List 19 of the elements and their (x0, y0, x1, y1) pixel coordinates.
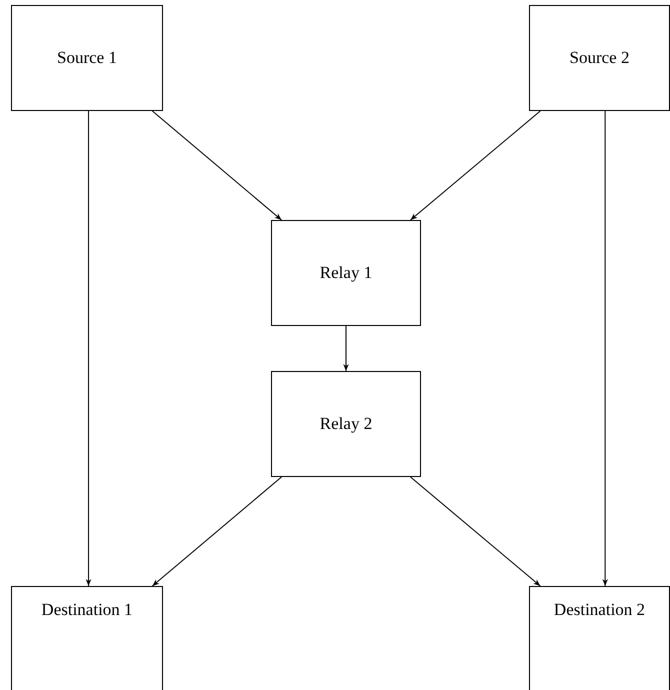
node-box (529, 5, 670, 111)
node-box (11, 586, 163, 690)
node-label: Destination 2 (554, 599, 646, 621)
node-label: Destination 1 (41, 599, 133, 621)
node-box (529, 586, 670, 690)
node-box (271, 371, 421, 477)
node-label: Source 1 (57, 47, 117, 69)
node-label: Relay 2 (320, 413, 372, 435)
arrow (410, 476, 541, 586)
arrow (152, 476, 282, 586)
node-label: Relay 1 (320, 262, 372, 284)
arrow (152, 110, 282, 220)
node-box (11, 5, 163, 111)
arrow (602, 110, 608, 586)
arrow (86, 110, 92, 586)
node-box (271, 220, 421, 326)
arrow (410, 110, 541, 220)
arrow (343, 326, 349, 372)
node-label: Source 2 (570, 47, 630, 69)
